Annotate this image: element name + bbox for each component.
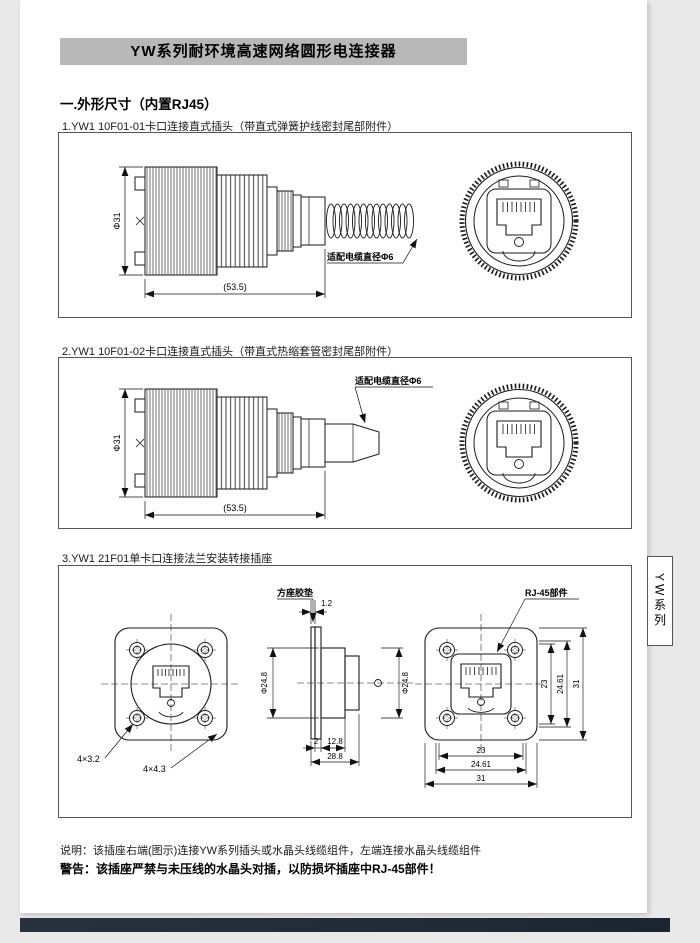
fig3-right-v-2461: 24.61 [556, 673, 565, 694]
fig1-dimensions [119, 166, 418, 298]
fig3-dia-left: Φ24.8 [260, 671, 269, 694]
fig3-right-v-31: 31 [572, 679, 581, 688]
fig2-dimensions [119, 386, 433, 519]
figure1-box: Φ31 (53.5) 适配电缆直径Φ6 [58, 132, 632, 318]
fig3-dia-right: Φ24.8 [401, 671, 410, 694]
fig2-dim-length: (53.5) [223, 503, 247, 513]
fig1-side-view [134, 166, 414, 276]
fig1-front-view [459, 161, 579, 281]
footer-bar [20, 918, 670, 932]
fig3-holes-small-label: 4×3.2 [77, 754, 100, 764]
fig3-left-leaders [104, 723, 218, 769]
fig3-right-view [415, 614, 545, 754]
fig3-bottom-2461: 24.61 [471, 760, 492, 769]
fig2-cable-note: 适配电缆直径Φ6 [355, 375, 421, 386]
figure2-box: Φ31 (53.5) 适配电缆直径Φ6 [58, 357, 632, 529]
fig3-section-dims [267, 598, 403, 766]
fig1-dim-length: (53.5) [223, 282, 247, 292]
fig3-pad-thickness: 1.2 [321, 599, 333, 608]
section-heading: 一.外形尺寸（内置RJ45） [60, 97, 218, 112]
fig2-dim-diameter: Φ31 [112, 434, 122, 451]
fig1-dim-diameter: Φ31 [112, 212, 122, 229]
fig2-front-view [459, 383, 579, 503]
fig3-right-dims [424, 598, 587, 788]
figure2-drawing: Φ31 (53.5) 适配电缆直径Φ6 [112, 375, 579, 519]
fig1-cable-note: 适配电缆直径Φ6 [327, 251, 393, 262]
figure2-caption: 2.YW1 10F01-02卡口连接直式插头（带直式热缩套管密封尾部附件） [62, 346, 399, 358]
fig3-total-length: 28.8 [327, 752, 343, 761]
fig3-bottom-31: 31 [477, 774, 486, 783]
warning-text: 警告：该插座严禁与未压线的水晶头对插，以防损坏插座中RJ-45部件！ [60, 862, 441, 876]
fig3-pad-label: 方座胶垫 [277, 587, 313, 598]
fig3-holes-large-label: 4×4.3 [143, 764, 166, 774]
fig3-bottom-23: 23 [477, 746, 486, 755]
series-side-tab: YW系列 [647, 556, 673, 646]
document-page: YW系列耐环境高速网络圆形电连接器 一.外形尺寸（内置RJ45） 1.YW1 1… [20, 0, 647, 913]
fig3-rj45-label: RJ-45部件 [525, 587, 568, 598]
figure3-caption: 3.YW1 21F01单卡口连接法兰安装转接插座 [62, 553, 273, 565]
fig3-section-view [297, 626, 413, 740]
figure1-drawing: Φ31 (53.5) 适配电缆直径Φ6 [112, 161, 579, 298]
fig3-barrel-length: 12.8 [327, 737, 343, 746]
figure3-drawing: 4×3.2 4×4.3 [77, 587, 587, 788]
fig3-plate-thickness: 2 [314, 737, 319, 746]
fig3-left-view [101, 614, 241, 754]
figure1-caption: 1.YW1 10F01-01卡口连接直式插头（带直式弹簧护线密封尾部附件） [62, 121, 399, 133]
note-text: 说明：该插座右端(图示)连接YW系列插头或水晶头线缆组件，左端连接水晶头线缆组件 [60, 845, 482, 857]
fig3-right-v-23: 23 [540, 679, 549, 688]
fig2-heatshrink-tube [324, 423, 380, 463]
page-title: YW系列耐环境高速网络圆形电连接器 [60, 38, 467, 65]
fig2-side-view [134, 388, 380, 498]
figure3-box: 4×3.2 4×4.3 [58, 565, 632, 818]
fig1-spring [326, 203, 414, 239]
